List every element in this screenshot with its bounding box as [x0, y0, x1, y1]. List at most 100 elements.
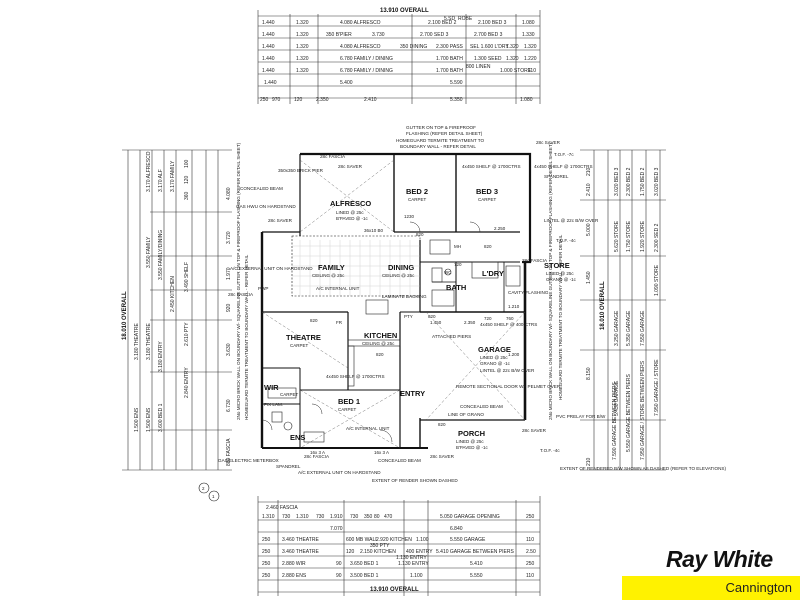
fascia-tag: 28c SAVER — [522, 428, 547, 433]
dim-text: 7.070 — [330, 526, 343, 532]
note-text: 4x450 SHELF @ 1700CTRS — [534, 164, 593, 169]
dim-text: 2.610 PTY — [184, 322, 190, 346]
dim-text: 400 ENTRY — [406, 549, 433, 555]
room-porch: PORCH — [458, 429, 485, 438]
fascia-tag: 28c SAVER — [536, 140, 561, 145]
note-text: A/C INTERNAL UNIT — [346, 426, 390, 431]
bottom-overall: 13.910 OVERALL — [370, 587, 419, 593]
dim-text: 1.100 — [416, 537, 429, 543]
dim-text: 1.100 — [410, 573, 423, 579]
dim-text: 350 PTY — [370, 543, 390, 549]
note-text: 4x450 SHELF @ 400 CTRS — [480, 322, 537, 327]
dim-text: 730 — [350, 514, 359, 520]
room-dim: 820 — [428, 314, 436, 319]
dim-text: 4.080 — [226, 187, 232, 200]
dim-text: 3.460 THEATRE — [282, 549, 319, 555]
dim-text: 2.920 KITCHEN — [376, 537, 412, 543]
dim-text: 1.320 — [296, 56, 309, 62]
room-dim: 820 — [484, 244, 492, 249]
note-text: CONCEALED BEAM — [460, 404, 503, 409]
dim-text: 350 B'PIER — [326, 32, 352, 38]
dim-text: 5.430 GARAGE — [614, 380, 620, 416]
dim-text: 5.050 GARAGE OPENING — [440, 514, 500, 520]
dim-text: 880 FASCIA — [226, 438, 232, 466]
dim-text: 5.620 STORE — [614, 220, 620, 252]
dim-text: 250 — [260, 97, 269, 103]
dim-text: 3.650 BED 1 — [350, 561, 379, 567]
room-sub-text: CARPET — [280, 392, 299, 397]
room-dim: 720 — [484, 316, 492, 321]
room-alfresco: ALFRESCO — [330, 199, 371, 208]
room-dining: DINING — [388, 263, 414, 272]
note-text: T.O.F. -4c — [540, 448, 560, 453]
dim-text: SEL 1.600 L'DRY — [470, 44, 509, 50]
top-overall: 13.910 OVERALL — [380, 8, 429, 14]
dim-text: 1.440 — [262, 20, 275, 26]
dim-text: 1.440 — [262, 68, 275, 74]
room-bed3: BED 3 — [476, 187, 498, 196]
dim-text: 3.460 THEATRE — [282, 537, 319, 543]
dim-text: 5.000 — [586, 223, 592, 236]
dim-text: 360 — [184, 191, 190, 200]
dim-text: 1.090 STORE — [654, 264, 660, 296]
room-sub-text: CARPET — [290, 343, 309, 348]
fascia-tag: 28c SAVER — [338, 164, 363, 169]
dim-text: 1.320 — [506, 44, 519, 50]
dim-text: 110 — [528, 68, 536, 74]
room-ens: ENS — [290, 433, 305, 442]
note-text: CAVITY FLASHING — [508, 290, 549, 295]
dim-text: 2.150 KITCHEN — [360, 549, 396, 555]
dim-text: 1.910 — [330, 514, 343, 520]
fascia-tag: 28c FASCIA — [320, 154, 346, 159]
note-text: HOMEGUARD TERMITE TREATMENT TO BOUNDARY … — [244, 254, 249, 420]
note-text: EXTENT OF RENDERED B/W SHOWN AS DASHED (… — [560, 466, 726, 471]
room-sub-text: CARPET — [338, 407, 357, 412]
dim-text: 970 — [272, 97, 281, 103]
note-text: FIX LAM. — [264, 402, 283, 407]
room-sub-text: LINED @ 25c — [546, 271, 574, 276]
room-dim: 2.350 — [464, 320, 476, 325]
dim-text: 250 — [262, 561, 271, 567]
dim-text: 7.550 GARAGE — [640, 310, 646, 346]
room-sub-text: CARPET — [408, 197, 427, 202]
dim-text: 3.630 — [226, 343, 232, 356]
note-text: GAS HWU ON HARDSTAND — [236, 204, 296, 209]
dim-text: 1.920 STORE — [640, 220, 646, 252]
left-overall: 18.010 OVERALL — [122, 291, 128, 340]
room-kitchen: KITCHEN — [364, 331, 397, 340]
office-name: Cannington — [725, 580, 793, 595]
dim-text: 2.700 BED 3 — [474, 32, 503, 38]
room-dim: 820 — [416, 232, 424, 237]
note-text: A/C EXTERNAL UNIT ON HARDSTAND — [230, 266, 313, 271]
note-text: LAMINATE BACKING — [382, 294, 427, 299]
note-text: T.O.F. -7c — [554, 152, 574, 157]
dim-text: 1.300 SEED — [474, 56, 502, 62]
room-dim: 16x 3 A — [374, 450, 389, 455]
dim-text: 110 — [526, 573, 534, 579]
dim-text: 1.080 — [520, 97, 533, 103]
dim-text: 2.350 — [316, 97, 329, 103]
dim-text: 8.150 — [586, 367, 592, 380]
fascia-tag: 28c FASCIA — [304, 454, 330, 459]
room-sub-text: GRANO @ -1c — [546, 277, 577, 282]
room-dim: 1.450 — [430, 320, 442, 325]
note-text: PWP — [258, 286, 268, 291]
section-marker — [198, 482, 210, 494]
marker-text: 2 — [202, 486, 205, 491]
dim-text: 5.400 — [340, 80, 353, 86]
dim-text: 4.080 ALFRESCO — [340, 44, 381, 50]
room-dim: 820 — [438, 422, 446, 427]
room-sub-text: LINED @ 25c — [480, 355, 508, 360]
dim-text: 1.970 — [226, 267, 232, 280]
note-text: LINTEL @ 22c B/W OVER — [544, 218, 599, 223]
dim-text: 1.310 — [262, 514, 275, 520]
dim-text: 5.SD — [444, 16, 456, 22]
room-sub-text: B'PAVED @ -1c — [336, 216, 369, 221]
dim-text: 250 — [262, 537, 271, 543]
room-bath: BATH — [446, 283, 466, 292]
dim-text: 3.170 FAMILY — [170, 160, 176, 192]
dim-text: 90 — [336, 573, 342, 579]
note-text: GUTTER ON TOP & FIREPROOF — [406, 125, 476, 130]
dim-text: 3.250 GARAGE — [614, 310, 620, 346]
dim-text: 7.950 GARAGE / STORE BETWEEN PIERS — [640, 360, 646, 460]
